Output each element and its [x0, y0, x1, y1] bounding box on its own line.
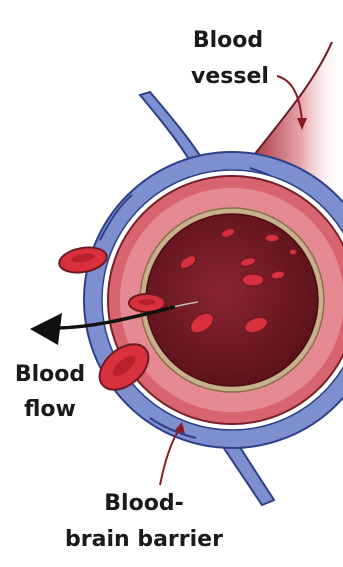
blood-flow-label-line2: flow — [24, 397, 76, 422]
arrow-head — [30, 313, 62, 345]
blood-vessel-label-line1: Blood — [193, 28, 263, 53]
bbb-label-line1: Blood- — [104, 491, 183, 516]
vessel-lumen — [146, 214, 318, 386]
bbb-label-line2: brain barrier — [65, 527, 223, 552]
blood-vessel-label-line2: vessel — [191, 64, 269, 89]
blood-flow-label-line1: Blood — [15, 362, 85, 387]
